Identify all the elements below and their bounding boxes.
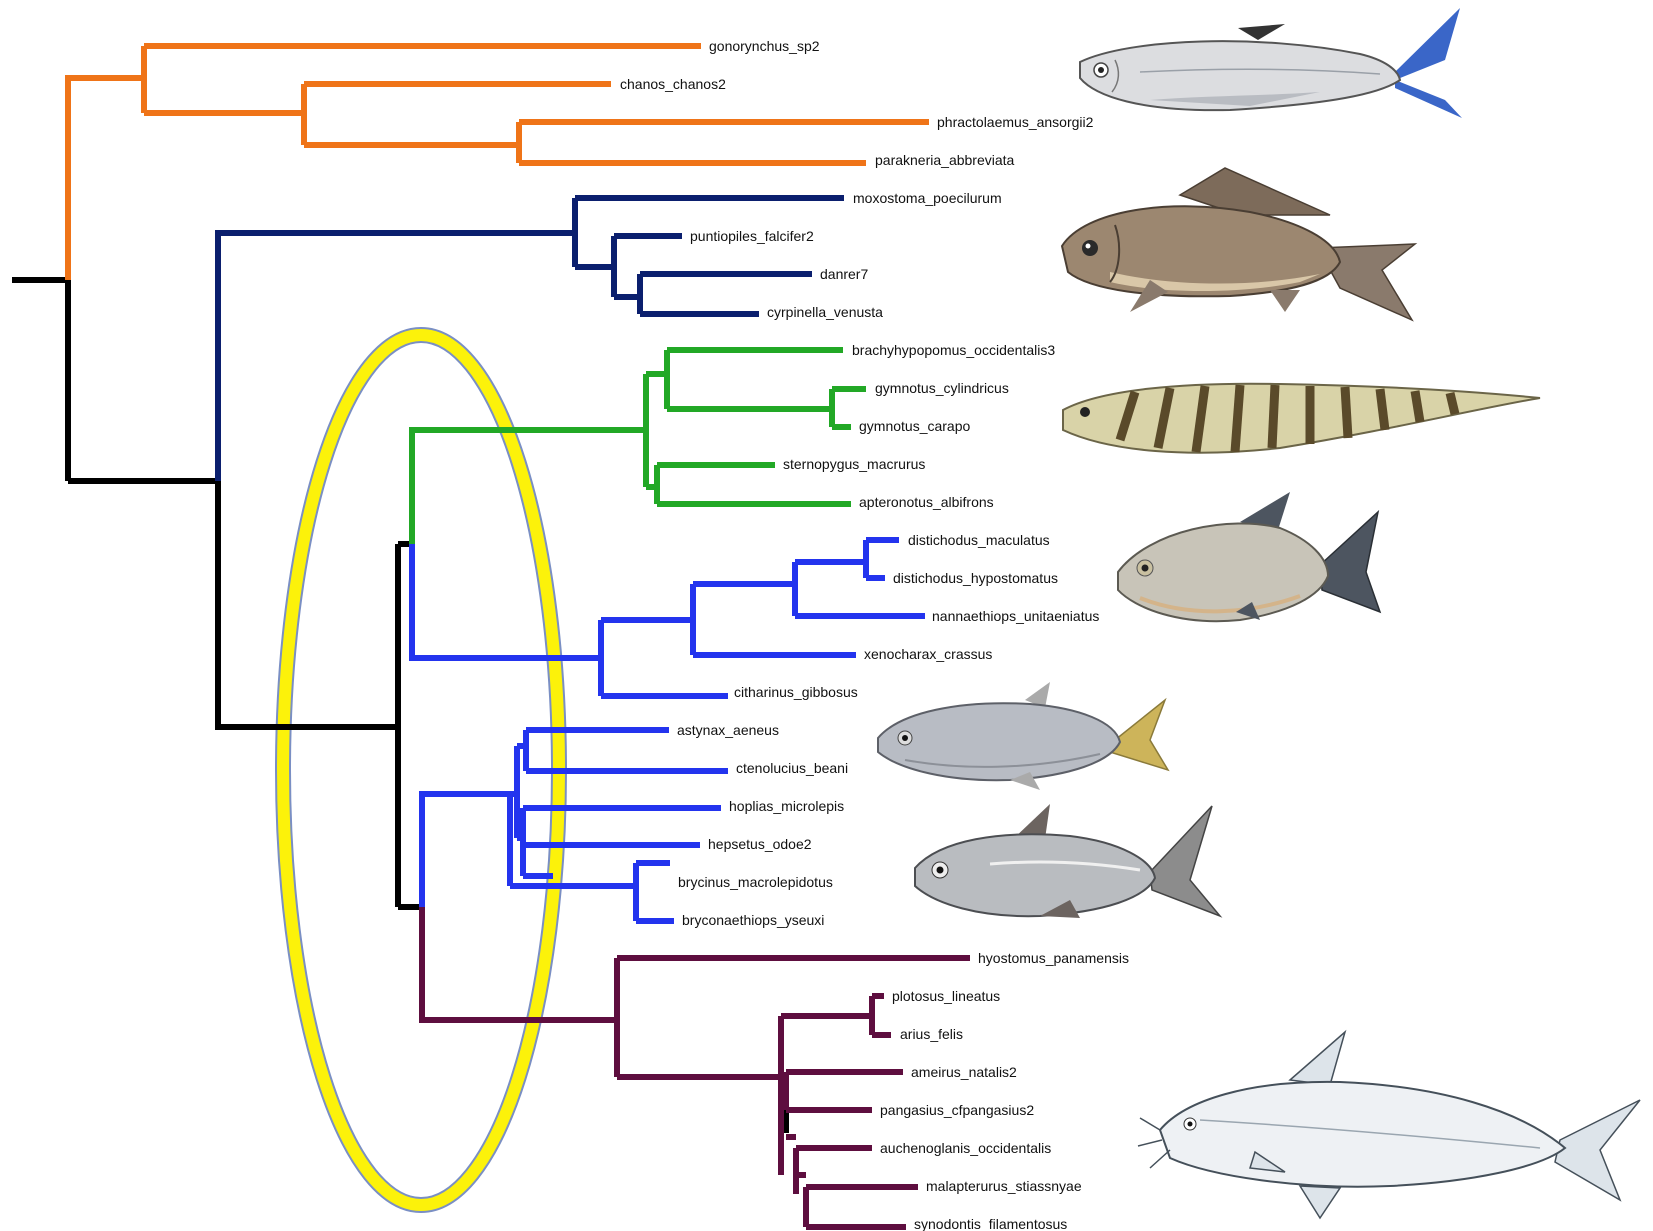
- blue-clade: [412, 540, 925, 921]
- taxon-label: citharinus_gibbosus: [734, 684, 858, 700]
- taxon-label: ctenolucius_beani: [736, 760, 848, 776]
- taxon-label: gymnotus_carapo: [859, 418, 971, 434]
- taxon-label: bryconaethiops_yseuxi: [682, 912, 824, 928]
- knifefish-illustration: [1063, 384, 1540, 453]
- taxon-label: plotosus_lineatus: [892, 988, 1000, 1004]
- taxon-label: nannaethiops_unitaeniatus: [932, 608, 1099, 624]
- maroon-clade: [422, 907, 970, 1227]
- carp-illustration: [1062, 168, 1415, 320]
- taxon-label: pangasius_cfpangasius2: [880, 1102, 1034, 1118]
- taxon-label: danrer7: [820, 266, 868, 282]
- taxon-label: ameirus_natalis2: [911, 1064, 1017, 1080]
- taxon-label: moxostoma_poecilurum: [853, 190, 1002, 206]
- taxon-label: auchenoglanis_occidentalis: [880, 1140, 1051, 1156]
- taxon-label: parakneria_abbreviata: [875, 152, 1015, 168]
- orange-clade: [68, 46, 929, 280]
- taxon-label: hyostomus_panamensis: [978, 950, 1129, 966]
- taxon-label: phractolaemus_ansorgii2: [937, 114, 1094, 130]
- catfish-illustration: [1138, 1032, 1640, 1218]
- taxon-label: sternopygus_macrurus: [783, 456, 925, 472]
- taxon-label: distichodus_hypostomatus: [893, 570, 1058, 586]
- taxon-label: chanos_chanos2: [620, 76, 726, 92]
- milkfish-illustration: [1080, 8, 1462, 118]
- distichodus-illustration: [1118, 492, 1380, 621]
- taxon-label: brachyhypopomus_occidentalis3: [852, 342, 1055, 358]
- taxon-label: gymnotus_cylindricus: [875, 380, 1009, 396]
- taxon-label: malapterurus_stiassnyae: [926, 1178, 1082, 1194]
- leaf-labels: gonorynchus_sp2 chanos_chanos2 phractola…: [620, 38, 1129, 1231]
- taxon-label: synodontis_filamentosus: [914, 1216, 1067, 1231]
- taxon-label: brycinus_macrolepidotus: [678, 874, 833, 890]
- taxon-label: astynax_aeneus: [677, 722, 779, 738]
- taxon-label: hepsetus_odoe2: [708, 836, 812, 852]
- taxon-label: apteronotus_albifrons: [859, 494, 994, 510]
- taxon-label: puntiopiles_falcifer2: [690, 228, 814, 244]
- tetra-illustration: [878, 682, 1168, 790]
- taxon-label: gonorynchus_sp2: [709, 38, 820, 54]
- taxon-label: xenocharax_crassus: [864, 646, 992, 662]
- taxon-label: hoplias_microlepis: [729, 798, 844, 814]
- taxon-label: arius_felis: [900, 1026, 963, 1042]
- taxon-label: cyrpinella_venusta: [767, 304, 883, 320]
- taxon-label: distichodus_maculatus: [908, 532, 1050, 548]
- african-tetra-illustration: [915, 804, 1220, 918]
